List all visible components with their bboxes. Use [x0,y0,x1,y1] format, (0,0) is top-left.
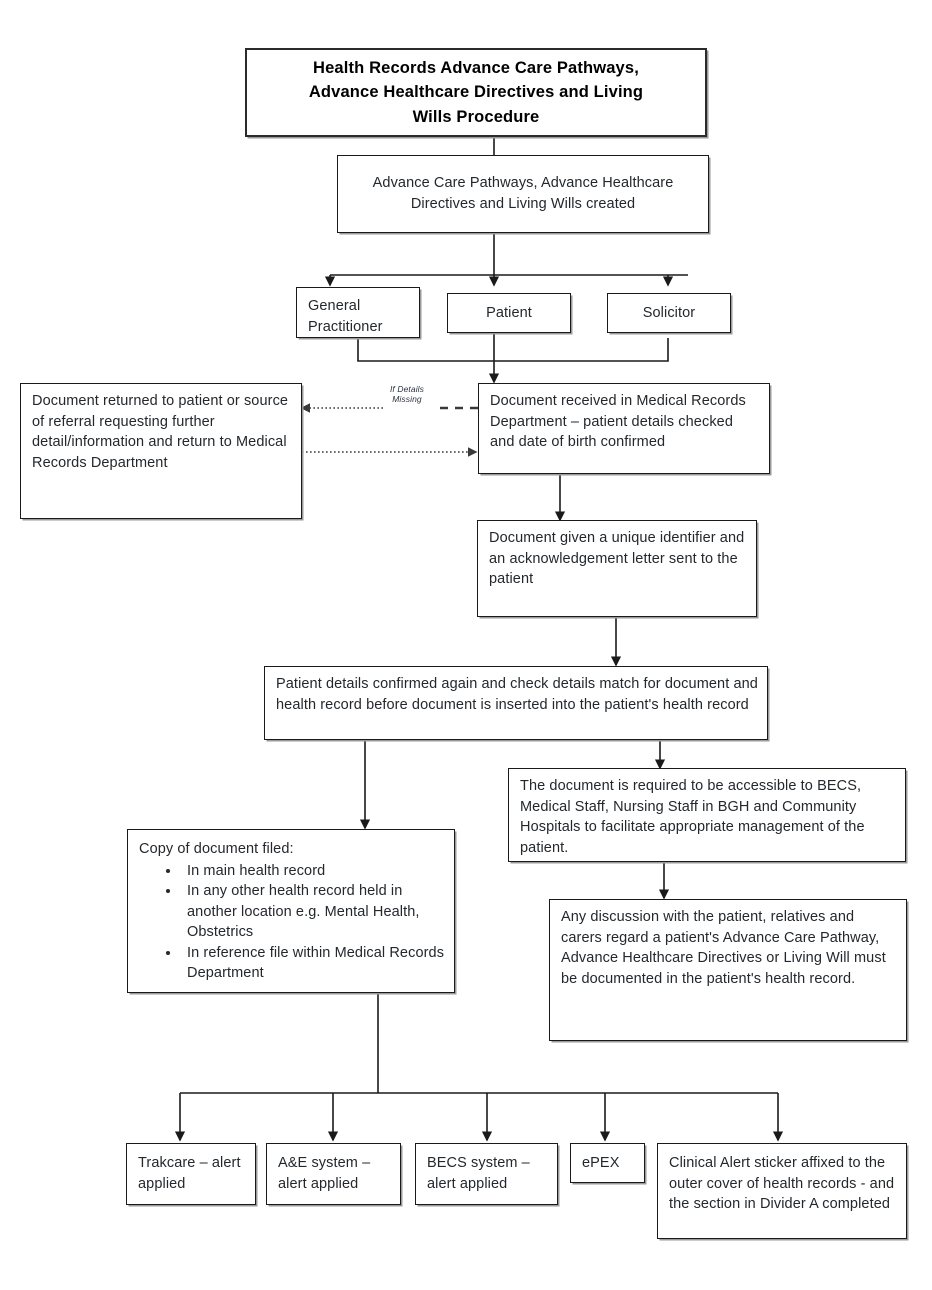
node-unique-identifier-text: Document given a unique identifier and a… [489,530,745,588]
node-patient-text: Patient [486,304,532,321]
node-documents-created-text: Advance Care Pathways, Advance Healthcar… [372,175,674,212]
title-line-1: Health Records Advance Care Pathways, [313,58,639,77]
node-details-confirmed-again-text: Patient details confirmed again and chec… [276,676,758,713]
node-document-returned-text: Document returned to patient or source o… [32,393,289,471]
node-solicitor-text: Solicitor [642,304,696,321]
title-box: Health Records Advance Care Pathways, Ad… [245,48,707,137]
node-copy-of-document-filed: Copy of document filed: In main health r… [127,829,455,993]
node-copy-filed-heading: Copy of document filed: [139,841,294,857]
wire-gp-solicitor-merge [357,338,669,362]
node-document-received-text: Document received in Medical Records Dep… [490,393,746,451]
node-ae-system-text: A&E system – alert applied [278,1155,371,1192]
node-general-practitioner: General Practitioner [296,287,420,338]
node-document-accessible: The document is required to be accessibl… [508,768,906,862]
node-discussion-documented-text: Any discussion with the patient, relativ… [561,909,886,987]
node-unique-identifier: Document given a unique identifier and a… [477,520,757,617]
list-item: In main health record [181,861,445,882]
node-becs-system: BECS system – alert applied [415,1143,558,1205]
node-epex-text: ePEX [582,1155,620,1171]
copy-filed-bullet-list: In main health record In any other healt… [139,861,445,984]
node-trakcare: Trakcare – alert applied [126,1143,256,1205]
node-clinical-alert-sticker: Clinical Alert sticker affixed to the ou… [657,1143,907,1239]
node-solicitor: Solicitor [607,293,731,333]
node-discussion-documented: Any discussion with the patient, relativ… [549,899,907,1041]
list-item: In any other health record held in anoth… [181,881,445,943]
node-ae-system: A&E system – alert applied [266,1143,401,1205]
edge-label-if-details-missing: If Details Missing [378,384,436,404]
node-becs-system-text: BECS system – alert applied [427,1155,530,1192]
node-details-confirmed-again: Patient details confirmed again and chec… [264,666,768,740]
node-trakcare-text: Trakcare – alert applied [138,1155,241,1192]
list-item: In reference file within Medical Records… [181,943,445,984]
node-document-returned: Document returned to patient or source o… [20,383,302,519]
node-epex: ePEX [570,1143,645,1183]
node-document-accessible-text: The document is required to be accessibl… [520,778,865,856]
edge-label-line-1: If Details [389,384,425,394]
node-documents-created: Advance Care Pathways, Advance Healthcar… [337,155,709,233]
node-patient: Patient [447,293,571,333]
edge-label-line-2: Missing [392,394,422,405]
title-line-3: Wills Procedure [412,107,540,126]
node-clinical-alert-sticker-text: Clinical Alert sticker affixed to the ou… [669,1155,895,1213]
title-line-2: Advance Healthcare Directives and Living [308,83,644,102]
node-general-practitioner-text: General Practitioner [308,298,383,335]
node-document-received: Document received in Medical Records Dep… [478,383,770,474]
